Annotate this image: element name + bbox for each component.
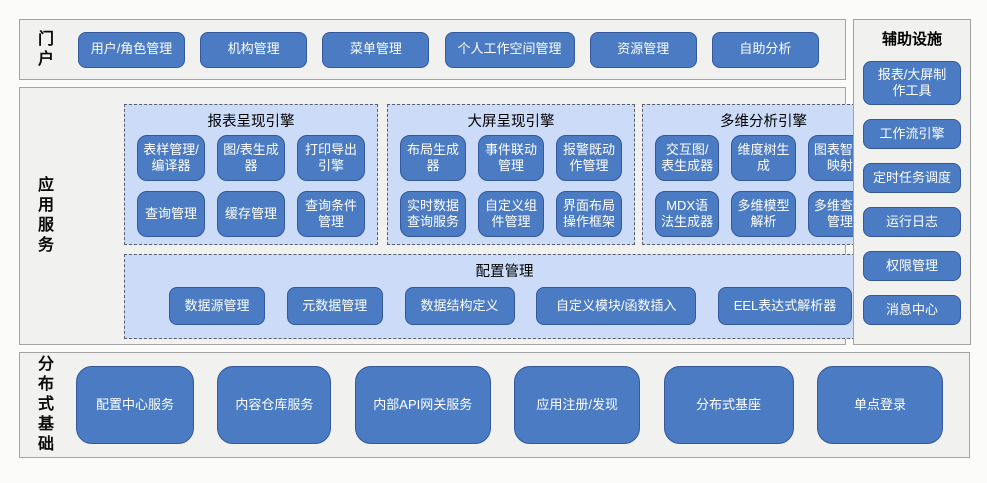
section-foundation: 分布式基础 配置中心服务 内容仓库服务 内部API网关服务 应用注册/发现 分布…	[19, 352, 970, 458]
node-internal-api-gateway[interactable]: 内部API网关服务	[354, 366, 491, 444]
portal-node-row: 用户/角色管理 机构管理 菜单管理 个人工作空间管理 资源管理 自助分析	[66, 20, 845, 79]
group-report-engine: 报表呈现引擎 表样管理/编译器 图/表生成器 打印导出引擎 查询管理 缓存管理 …	[124, 104, 378, 245]
node-menu-mgmt[interactable]: 菜单管理	[322, 31, 430, 68]
node-app-register-discovery[interactable]: 应用注册/发现	[514, 366, 641, 444]
node-resource-mgmt[interactable]: 资源管理	[589, 31, 697, 68]
node-workflow-engine[interactable]: 工作流引擎	[863, 119, 961, 149]
section-portal: 门户 用户/角色管理 机构管理 菜单管理 个人工作空间管理 资源管理 自助分析	[19, 19, 846, 80]
node-metadata-mgmt[interactable]: 元数据管理	[286, 287, 383, 325]
node-data-structure-definition[interactable]: 数据结构定义	[404, 287, 515, 325]
node-report-template-compiler[interactable]: 表样管理/编译器	[137, 135, 205, 181]
node-message-center[interactable]: 消息中心	[863, 295, 961, 325]
node-run-log[interactable]: 运行日志	[863, 207, 961, 237]
node-cache-mgmt[interactable]: 缓存管理	[217, 191, 285, 237]
portal-label-area: 门户	[20, 20, 66, 79]
node-interactive-chart-generator[interactable]: 交互图/表生成器	[655, 135, 720, 181]
node-custom-component-mgmt[interactable]: 自定义组件管理	[478, 191, 544, 237]
node-config-center-service[interactable]: 配置中心服务	[76, 366, 194, 444]
node-query-condition-mgmt[interactable]: 查询条件管理	[297, 191, 365, 237]
screen-engine-grid: 布局生成器 事件联动管理 报警既动作管理 实时数据查询服务 自定义组件管理 界面…	[388, 131, 634, 247]
node-custom-module-function[interactable]: 自定义模块/函数插入	[536, 287, 697, 325]
section-aux-facilities: 辅助设施 报表/大屏制作工具 工作流引擎 定时任务调度 运行日志 权限管理 消息…	[853, 19, 971, 345]
node-eel-expression-parser[interactable]: EEL表达式解析器	[718, 287, 852, 325]
portal-label: 门户	[35, 29, 52, 70]
node-print-export-engine[interactable]: 打印导出引擎	[297, 135, 365, 181]
node-datasource-mgmt[interactable]: 数据源管理	[169, 287, 265, 325]
node-layout-generator[interactable]: 布局生成器	[400, 135, 466, 181]
node-user-role-mgmt[interactable]: 用户/角色管理	[78, 31, 185, 68]
node-sso[interactable]: 单点登录	[816, 366, 943, 444]
foundation-node-row: 配置中心服务 内容仓库服务 内部API网关服务 应用注册/发现 分布式基座 单点…	[66, 353, 969, 457]
aux-facilities-title: 辅助设施	[881, 31, 942, 48]
node-dimension-tree-generator[interactable]: 维度树生成	[731, 135, 796, 181]
node-chart-table-generator[interactable]: 图/表生成器	[217, 135, 285, 181]
app-services-label: 应用服务	[35, 176, 52, 256]
config-mgmt-title: 配置管理	[475, 264, 534, 280]
report-engine-title: 报表呈现引擎	[207, 114, 295, 130]
app-services-label-area: 应用服务	[20, 88, 66, 344]
config-node-row: 数据源管理 元数据管理 数据结构定义 自定义模块/函数插入 EEL表达式解析器	[125, 281, 884, 325]
node-report-screen-tool[interactable]: 报表/大屏制作工具	[863, 61, 961, 105]
node-permission-mgmt[interactable]: 权限管理	[863, 251, 961, 281]
node-query-mgmt[interactable]: 查询管理	[137, 191, 205, 237]
node-content-repo-service[interactable]: 内容仓库服务	[217, 366, 332, 444]
group-config-mgmt: 配置管理 数据源管理 元数据管理 数据结构定义 自定义模块/函数插入 EEL表达…	[124, 254, 885, 339]
foundation-label: 分布式基础	[35, 355, 52, 455]
olap-engine-title: 多维分析引擎	[720, 114, 807, 130]
node-mdx-syntax-generator[interactable]: MDX语法生成器	[655, 191, 720, 237]
node-distributed-base[interactable]: 分布式基座	[663, 366, 794, 444]
group-olap-engine: 多维分析引擎 交互图/表生成器 维度树生成 图表智能映射 MDX语法生成器 多维…	[642, 104, 885, 245]
node-event-linkage-mgmt[interactable]: 事件联动管理	[478, 135, 544, 181]
node-personal-workspace-mgmt[interactable]: 个人工作空间管理	[444, 31, 575, 68]
olap-engine-grid: 交互图/表生成器 维度树生成 图表智能映射 MDX语法生成器 多维模型解析 多维…	[643, 131, 884, 247]
group-screen-engine: 大屏呈现引擎 布局生成器 事件联动管理 报警既动作管理 实时数据查询服务 自定义…	[387, 104, 635, 245]
foundation-label-area: 分布式基础	[20, 353, 66, 457]
report-engine-grid: 表样管理/编译器 图/表生成器 打印导出引擎 查询管理 缓存管理 查询条件管理	[125, 131, 377, 247]
screen-engine-title: 大屏呈现引擎	[467, 114, 555, 130]
node-ui-layout-framework[interactable]: 界面布局操作框架	[556, 191, 622, 237]
node-org-mgmt[interactable]: 机构管理	[200, 31, 308, 68]
section-app-services: 应用服务 报表呈现引擎 表样管理/编译器 图/表生成器 打印导出引擎 查询管理 …	[19, 87, 885, 345]
node-self-service-analysis[interactable]: 自助分析	[711, 31, 819, 68]
app-services-content: 报表呈现引擎 表样管理/编译器 图/表生成器 打印导出引擎 查询管理 缓存管理 …	[66, 88, 885, 344]
node-task-scheduler[interactable]: 定时任务调度	[863, 163, 961, 193]
node-multidim-model-parser[interactable]: 多维模型解析	[731, 191, 796, 237]
node-alarm-action-mgmt[interactable]: 报警既动作管理	[556, 135, 622, 181]
node-realtime-data-query[interactable]: 实时数据查询服务	[400, 191, 466, 237]
